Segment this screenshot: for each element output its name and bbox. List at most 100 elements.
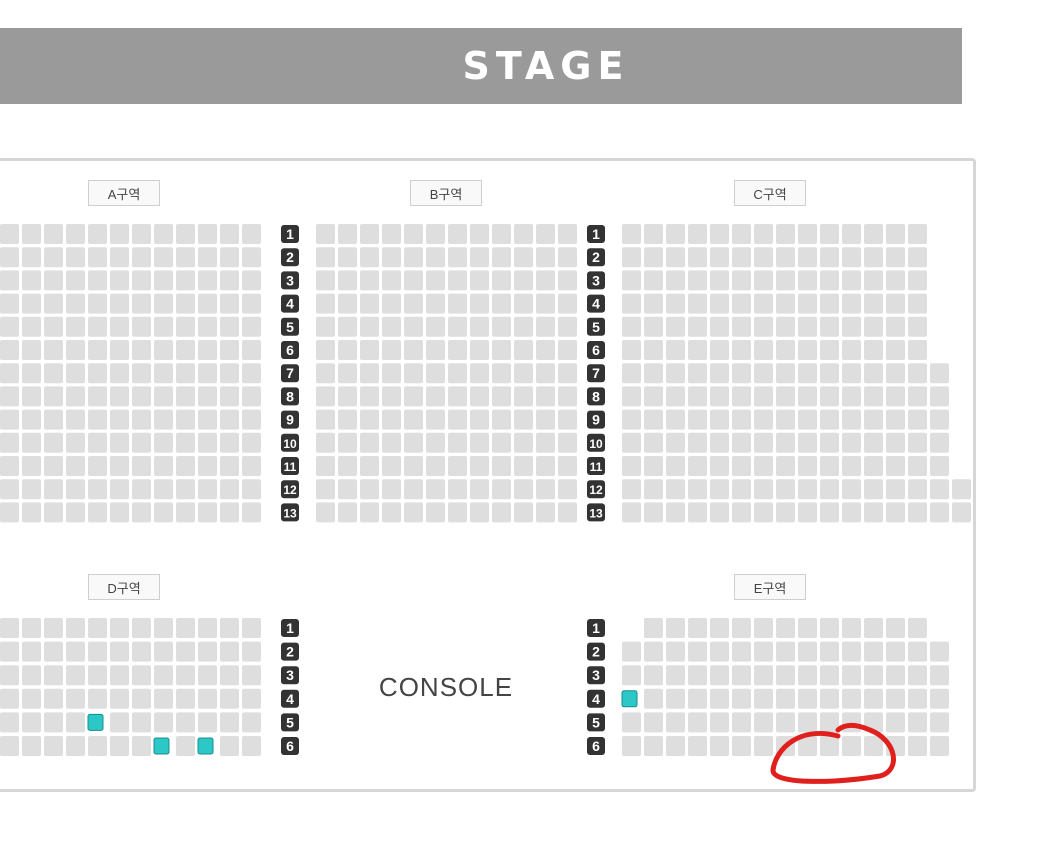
seat: [198, 270, 217, 291]
seat: [754, 386, 773, 407]
seat-available[interactable]: [621, 690, 638, 708]
seat: [0, 618, 19, 638]
seat: [44, 270, 63, 291]
seat: [316, 316, 335, 337]
seat: [820, 409, 839, 430]
seat: [44, 316, 63, 337]
row-number-label: 4: [286, 296, 294, 312]
seat: [908, 386, 927, 407]
row-number-badge: 3: [587, 271, 605, 290]
seat: [220, 270, 239, 291]
seat: [644, 224, 663, 244]
row-number-label: 11: [284, 460, 297, 474]
seat: [132, 479, 151, 500]
seat: [732, 224, 751, 244]
seat: [842, 409, 861, 430]
seat: [470, 224, 489, 244]
seat: [820, 688, 839, 709]
seat: [710, 340, 729, 360]
row-number-label: 5: [592, 319, 600, 335]
seat: [426, 432, 445, 453]
seat: [514, 224, 533, 244]
row-number-badge-bg: [587, 480, 605, 499]
row-number-label: 4: [592, 691, 600, 707]
seat: [404, 363, 423, 384]
row-number-badge-bg: [587, 666, 605, 685]
row-number-label: 5: [286, 714, 294, 730]
seat: [798, 340, 817, 360]
seat: [820, 736, 839, 756]
seat: [0, 456, 19, 476]
seat: [710, 479, 729, 500]
seat: [44, 432, 63, 453]
seat: [110, 316, 129, 337]
seat: [470, 247, 489, 268]
seat: [558, 224, 577, 244]
seat: [0, 641, 19, 662]
seat: [316, 502, 335, 523]
seat: [338, 409, 357, 430]
seat-available[interactable]: [197, 737, 214, 755]
seat: [242, 432, 261, 453]
seat: [644, 386, 663, 407]
seat: [220, 432, 239, 453]
seat: [776, 688, 795, 709]
seat: [22, 618, 41, 638]
seat: [644, 293, 663, 314]
seat: [688, 618, 707, 638]
seat: [688, 316, 707, 337]
row-number-badge: 7: [281, 364, 299, 383]
seat: [132, 247, 151, 268]
seat: [930, 688, 949, 709]
seat: [622, 641, 641, 662]
row-number-badge: 4: [587, 294, 605, 313]
seat: [426, 386, 445, 407]
seat: [666, 386, 685, 407]
seat: [820, 293, 839, 314]
seat: [382, 363, 401, 384]
seat: [930, 712, 949, 733]
seat: [514, 432, 533, 453]
seat: [908, 456, 927, 476]
seat: [842, 688, 861, 709]
seat: [732, 456, 751, 476]
seat: [820, 641, 839, 662]
seat: [154, 409, 173, 430]
seat: [154, 456, 173, 476]
seat: [732, 409, 751, 430]
seat: [360, 293, 379, 314]
row-number-badge: 7: [587, 364, 605, 383]
row-number-label: 10: [589, 437, 603, 451]
seat: [66, 665, 85, 686]
row-number-badge-bg: [587, 642, 605, 661]
seat: [132, 665, 151, 686]
seat: [338, 270, 357, 291]
row-number-label: 2: [286, 249, 294, 265]
seat-available[interactable]: [153, 737, 170, 755]
seat: [88, 665, 107, 686]
seat: [666, 363, 685, 384]
seat: [338, 224, 357, 244]
seat: [88, 736, 107, 756]
seat: [426, 224, 445, 244]
seat: [44, 479, 63, 500]
seat: [448, 247, 467, 268]
seat: [242, 270, 261, 291]
seat: [558, 316, 577, 337]
row-number-badge: 2: [587, 248, 605, 267]
seat: [644, 456, 663, 476]
seat: [176, 224, 195, 244]
row-number-badge: 5: [281, 713, 299, 732]
seat: [886, 316, 905, 337]
seat: [316, 247, 335, 268]
seat: [220, 641, 239, 662]
seat: [644, 502, 663, 523]
seat: [754, 270, 773, 291]
seat-available[interactable]: [87, 713, 104, 731]
seat: [426, 247, 445, 268]
seat: [470, 386, 489, 407]
seat: [404, 386, 423, 407]
seat: [22, 293, 41, 314]
seat: [732, 665, 751, 686]
